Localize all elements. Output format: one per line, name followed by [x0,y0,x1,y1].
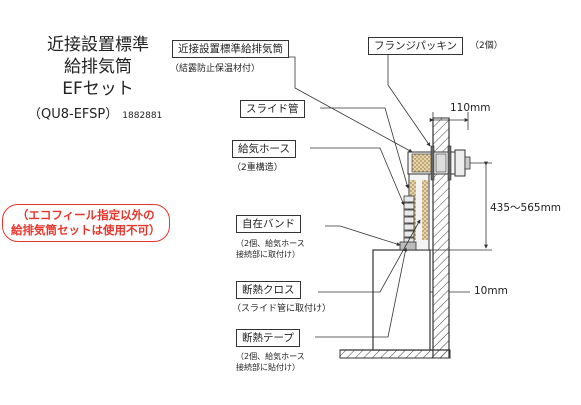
title-line-2: 給排気筒 [64,57,132,77]
label-slide-pipe: スライド管 [240,100,305,118]
label-insulation-cloth-note: （スライド管に取付け） [232,304,332,314]
warning-badge: （エコフィール指定以外の 給排気筒セットは使用不可） [2,204,170,242]
dimension-110mm: 110mm [450,102,491,114]
title-line-1: 近接設置標準 [47,35,149,55]
label-flange-count: （2個） [470,41,503,51]
supply-hose [403,195,415,245]
label-flue-set: 近接設置標準給排気筒 [172,40,289,58]
title-line-3: EFセット [62,79,134,99]
model-number: （QU8-EFSP）1882881 [28,103,162,122]
model-code-label: （QU8-EFSP） [28,107,119,122]
leader-lines [285,47,431,338]
label-insulation-tape: 断熱テープ [236,329,300,347]
label-band: 自在バンド [236,215,302,233]
warning-line-1: （エコフィール指定以外の [16,208,155,222]
label-insulation-tape-note-1: （2個、給気ホース [236,352,305,361]
label-insulation-cloth: 断熱クロス [236,281,301,299]
label-supply-hose-note: （2重構造） [232,163,283,173]
boiler-unit [372,249,431,351]
warning-line-2: 給排気筒セットは使用不可） [11,223,161,237]
label-band-note-1: （2個、給気ホース [236,239,305,248]
horizontal-flue-pipe [407,145,471,181]
dimension-435-565mm: 435～565mm [490,202,562,214]
floor [339,349,451,359]
label-band-note-2: 接続部に取付け） [236,250,300,259]
label-flange-packing: フランジパッキン [368,37,464,55]
label-supply-hose: 給気ホース [232,140,296,158]
label-flue-set-note: （結露防止保温材付） [170,64,261,74]
dimension-10mm: 10mm [474,285,508,297]
label-insulation-tape-note-2: 接続部に貼付け） [236,363,300,372]
part-number: 1882881 [122,111,163,121]
dimension-lines [429,112,492,293]
band-mark [399,241,417,251]
